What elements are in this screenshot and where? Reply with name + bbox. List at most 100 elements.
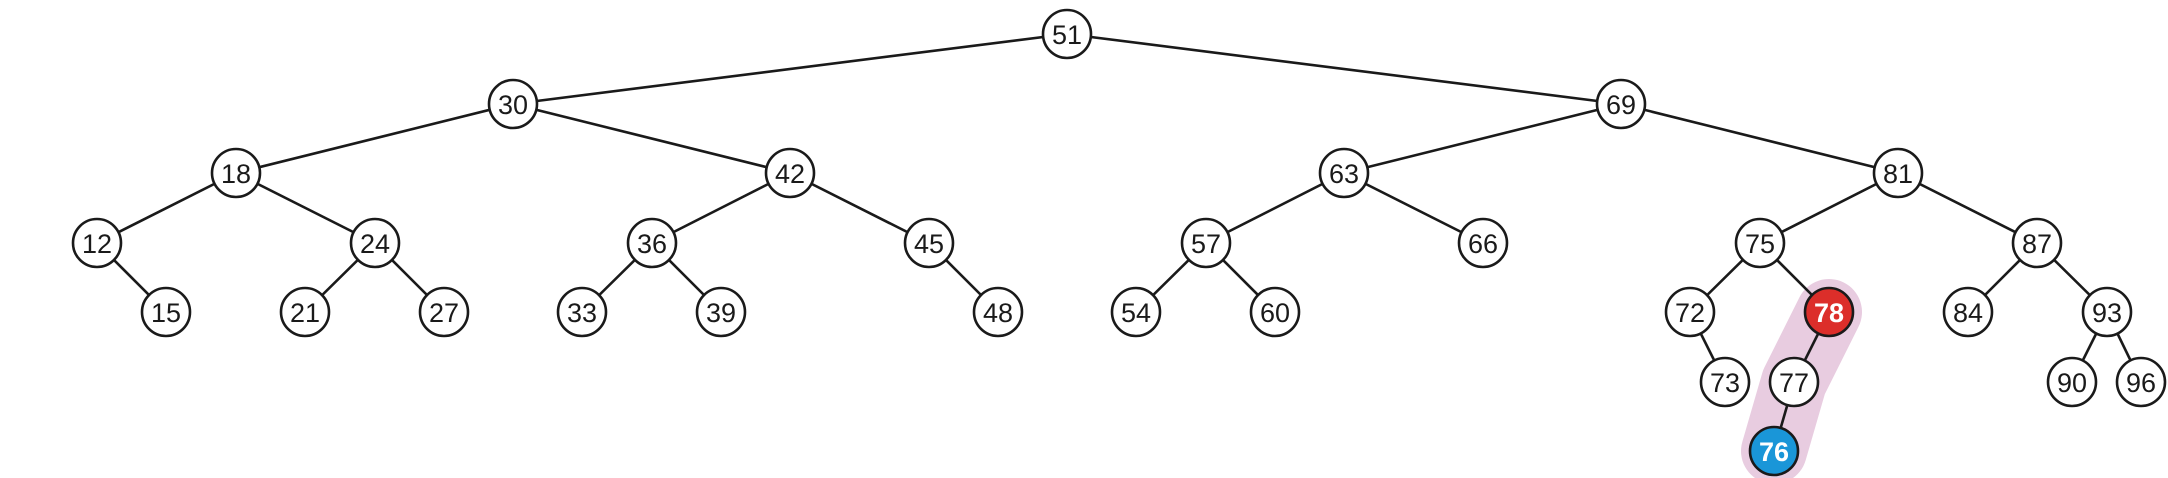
tree-node-circle	[1942, 286, 1994, 338]
tree-node-label: 36	[637, 229, 667, 259]
tree-node-circle	[1803, 286, 1855, 338]
tree-node-circle	[2011, 217, 2063, 269]
tree-node-circle	[1457, 217, 1509, 269]
tree-edge-69-63	[1343, 102, 1622, 175]
tree-node-78: 78	[1803, 286, 1855, 338]
tree-node-label: 42	[775, 159, 805, 189]
tree-node-label: 96	[2126, 368, 2156, 398]
tree-node-18: 18	[210, 147, 262, 199]
tree-node-circle	[349, 217, 401, 269]
tree-node-label: 93	[2092, 298, 2122, 328]
tree-node-circle	[903, 217, 955, 269]
tree-node-label: 51	[1052, 20, 1082, 50]
tree-edge-18-12	[96, 171, 237, 245]
tree-node-12: 12	[71, 217, 123, 269]
tree-node-circle	[1595, 78, 1647, 130]
tree-edge-30-42	[512, 102, 791, 175]
tree-node-30: 30	[487, 78, 539, 130]
tree-node-label: 90	[2057, 368, 2087, 398]
tree-node-48: 48	[972, 286, 1024, 338]
tree-edge-81-87	[1897, 171, 2038, 245]
tree-node-label: 21	[290, 298, 320, 328]
tree-node-66: 66	[1457, 217, 1509, 269]
tree-node-36: 36	[626, 217, 678, 269]
tree-node-45: 45	[903, 217, 955, 269]
tree-node-label: 18	[221, 159, 251, 189]
tree-node-circle	[1249, 286, 1301, 338]
tree-node-33: 33	[556, 286, 608, 338]
tree-node-label: 57	[1191, 229, 1221, 259]
tree-node-87: 87	[2011, 217, 2063, 269]
tree-node-circle	[2046, 356, 2098, 408]
tree-node-circle	[556, 286, 608, 338]
tree-node-42: 42	[764, 147, 816, 199]
tree-edges	[96, 32, 2143, 452]
tree-node-label: 76	[1759, 437, 1789, 467]
tree-node-75: 75	[1734, 217, 1786, 269]
tree-node-label: 12	[82, 229, 112, 259]
tree-edge-63-66	[1343, 171, 1484, 245]
tree-node-84: 84	[1942, 286, 1994, 338]
tree-node-76: 76	[1748, 425, 1800, 477]
tree-node-circle	[210, 147, 262, 199]
tree-node-circle	[1180, 217, 1232, 269]
tree-edge-42-36	[651, 171, 791, 245]
tree-node-circle	[487, 78, 539, 130]
tree-node-circle	[1872, 147, 1924, 199]
tree-nodes: 51 30 69 18 42 63 81 12 24 36 45 57 66 75 87 15 21 27 33 39…	[71, 8, 2167, 477]
tree-node-label: 69	[1606, 90, 1636, 120]
tree-node-15: 15	[140, 286, 192, 338]
tree-node-label: 72	[1675, 298, 1705, 328]
tree-node-circle	[279, 286, 331, 338]
tree-node-circle	[972, 286, 1024, 338]
tree-node-circle	[626, 217, 678, 269]
tree-node-circle	[1110, 286, 1162, 338]
tree-node-label: 45	[914, 229, 944, 259]
tree-node-label: 15	[151, 298, 181, 328]
tree-edge-51-69	[1066, 32, 1622, 106]
tree-node-77: 77	[1768, 356, 1820, 408]
tree-node-73: 73	[1699, 356, 1751, 408]
tree-node-label: 75	[1745, 229, 1775, 259]
tree-node-circle	[1699, 356, 1751, 408]
tree-node-circle	[1664, 286, 1716, 338]
tree-node-label: 77	[1779, 368, 1809, 398]
tree-node-label: 78	[1814, 298, 1844, 328]
tree-node-label: 81	[1883, 159, 1913, 189]
tree-node-label: 48	[983, 298, 1013, 328]
tree-node-label: 87	[2022, 229, 2052, 259]
tree-node-90: 90	[2046, 356, 2098, 408]
tree-node-circle	[1041, 8, 1093, 60]
tree-node-72: 72	[1664, 286, 1716, 338]
tree-edge-51-30	[512, 32, 1068, 106]
tree-node-label: 39	[706, 298, 736, 328]
tree-node-label: 66	[1468, 229, 1498, 259]
tree-edge-18-24	[235, 171, 376, 245]
tree-node-circle	[140, 286, 192, 338]
tree-node-27: 27	[418, 286, 470, 338]
tree-node-24: 24	[349, 217, 401, 269]
tree-node-label: 33	[567, 298, 597, 328]
tree-node-93: 93	[2081, 286, 2133, 338]
tree-node-57: 57	[1180, 217, 1232, 269]
tree-node-circle	[2115, 356, 2167, 408]
tree-node-label: 24	[360, 229, 390, 259]
tree-edge-63-57	[1205, 171, 1345, 245]
tree-node-label: 63	[1329, 159, 1359, 189]
tree-edge-69-81	[1620, 102, 1899, 175]
tree-node-circle	[2081, 286, 2133, 338]
tree-node-51: 51	[1041, 8, 1093, 60]
tree-node-81: 81	[1872, 147, 1924, 199]
tree-node-96: 96	[2115, 356, 2167, 408]
tree-node-circle	[695, 286, 747, 338]
tree-node-label: 27	[429, 298, 459, 328]
tree-node-label: 60	[1260, 298, 1290, 328]
tree-node-circle	[1748, 425, 1800, 477]
tree-node-circle	[764, 147, 816, 199]
tree-edge-30-18	[235, 102, 514, 175]
tree-node-label: 84	[1953, 298, 1983, 328]
tree-node-circle	[418, 286, 470, 338]
tree-edge-42-45	[789, 171, 930, 245]
tree-node-63: 63	[1318, 147, 1370, 199]
